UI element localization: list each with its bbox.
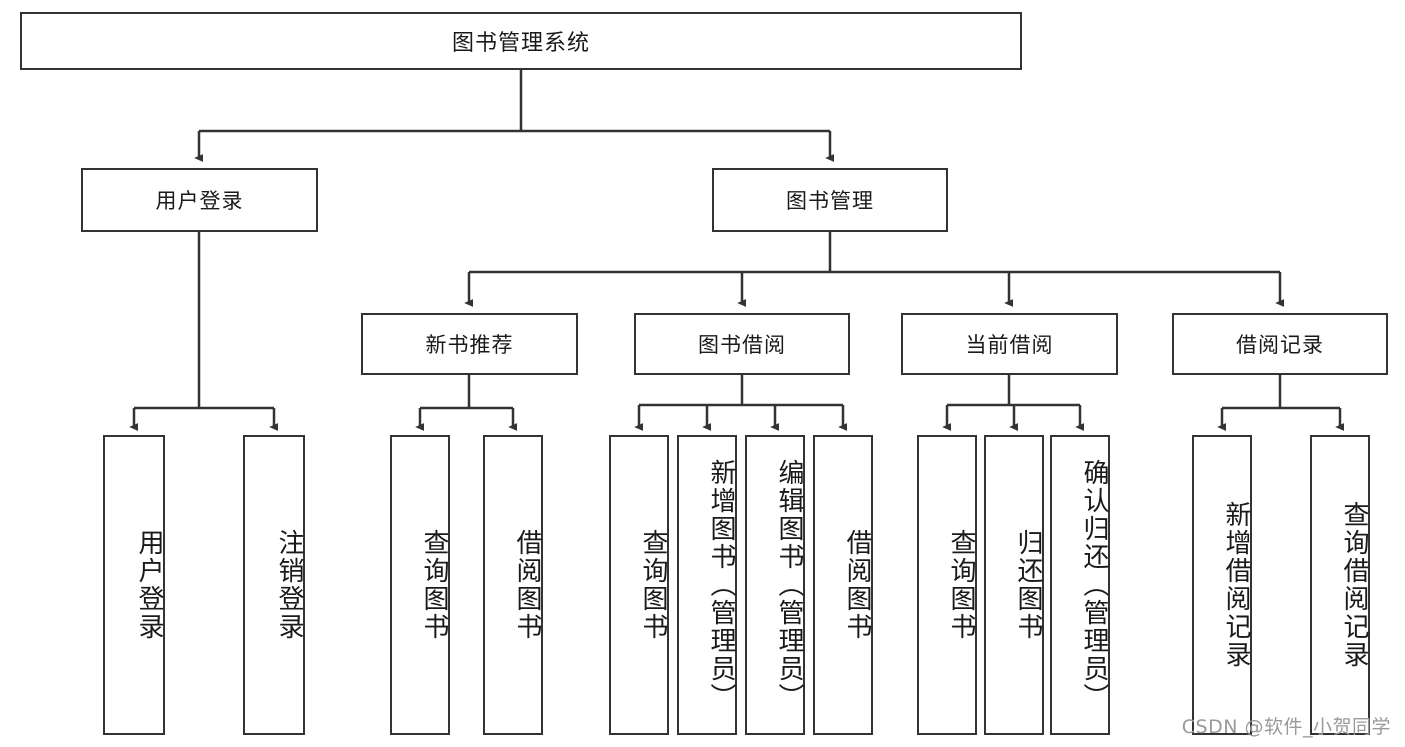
- leaf-query-book-3[interactable]: 查询图书: [917, 435, 977, 735]
- node-label: 用户登录: [134, 529, 164, 641]
- node-label: 图书借阅: [698, 333, 786, 357]
- node-current-borrow[interactable]: 当前借阅: [901, 313, 1118, 375]
- leaf-add-borrow-record[interactable]: 新增借阅记录: [1192, 435, 1252, 735]
- leaf-edit-book-admin[interactable]: 编辑图书（管理员）: [745, 435, 805, 735]
- node-user-login[interactable]: 用户登录: [81, 168, 318, 232]
- node-label: 注销登录: [274, 529, 304, 641]
- node-label: 当前借阅: [965, 333, 1054, 357]
- leaf-query-borrow-record[interactable]: 查询借阅记录: [1310, 435, 1370, 735]
- node-label: 查询图书: [638, 529, 668, 641]
- node-new-book-recommend[interactable]: 新书推荐: [361, 313, 578, 375]
- leaf-logout-login[interactable]: 注销登录: [243, 435, 305, 735]
- node-label: 新增借阅记录: [1221, 501, 1251, 669]
- node-book-borrow[interactable]: 图书借阅: [634, 313, 850, 375]
- leaf-borrow-book-1[interactable]: 借阅图书: [483, 435, 543, 735]
- node-label: 归还图书: [1013, 529, 1043, 641]
- node-book-manage[interactable]: 图书管理: [712, 168, 948, 232]
- node-borrow-record[interactable]: 借阅记录: [1172, 313, 1388, 375]
- node-label: 借阅图书: [512, 529, 542, 641]
- leaf-query-book-1[interactable]: 查询图书: [390, 435, 450, 735]
- node-label: 图书管理: [786, 189, 874, 213]
- node-root-system[interactable]: 图书管理系统: [20, 12, 1022, 70]
- node-label: 查询图书: [419, 529, 449, 641]
- watermark-text: CSDN @软件_小贺同学: [1181, 716, 1391, 738]
- leaf-add-book-admin[interactable]: 新增图书（管理员）: [677, 435, 737, 735]
- node-label: 确认归还（管理员）: [1079, 459, 1109, 711]
- node-label: 查询借阅记录: [1339, 501, 1369, 669]
- node-label: 新书推荐: [425, 333, 514, 357]
- leaf-confirm-return-admin[interactable]: 确认归还（管理员）: [1050, 435, 1110, 735]
- node-label: 用户登录: [155, 189, 244, 213]
- node-label: 图书管理系统: [451, 31, 590, 56]
- node-label: 编辑图书（管理员）: [774, 459, 804, 711]
- leaf-return-book[interactable]: 归还图书: [984, 435, 1044, 735]
- leaf-user-login[interactable]: 用户登录: [103, 435, 165, 735]
- node-label: 查询图书: [946, 529, 976, 641]
- leaf-borrow-book-2[interactable]: 借阅图书: [813, 435, 873, 735]
- leaf-query-book-2[interactable]: 查询图书: [609, 435, 669, 735]
- node-label: 新增图书（管理员）: [706, 459, 736, 711]
- node-label: 借阅图书: [842, 529, 872, 641]
- node-label: 借阅记录: [1236, 333, 1324, 357]
